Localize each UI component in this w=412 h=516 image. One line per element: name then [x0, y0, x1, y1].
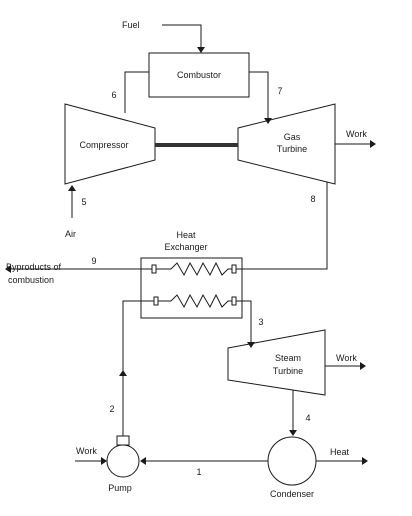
exhaust-coil-inlet-end [231, 264, 237, 274]
fuel-arrowhead [197, 47, 205, 53]
condenser-circle [267, 436, 317, 486]
exhaust-coil-outlet-end [151, 264, 157, 274]
state-2-label: 2 [109, 404, 114, 414]
gas-turbine-work-label: Work [346, 129, 367, 139]
stream-6-line [124, 71, 149, 113]
state-9-label: 9 [91, 256, 96, 266]
pump-work-label: Work [76, 446, 97, 456]
gas-turbine-label-line2: Turbine [277, 144, 307, 154]
stream-3-arrowhead [247, 342, 255, 348]
combustor-box [148, 52, 250, 98]
gas-turbine-label-line1: Gas [284, 132, 301, 142]
state-7-label: 7 [277, 86, 282, 96]
heat-exchanger-label-line2: Exchanger [164, 242, 207, 252]
state-6-label: 6 [111, 90, 116, 100]
stream-1-arrowhead [140, 457, 146, 465]
stream-4-arrowhead [289, 430, 297, 436]
fuel-line [162, 24, 202, 48]
steam-turbine-shape [227, 329, 326, 396]
compressor-shape [64, 103, 156, 185]
heat-label: Heat [330, 447, 350, 457]
pump-inlet-nozzle [116, 435, 130, 446]
steam-turbine-work-arrowhead [360, 362, 366, 370]
state-5-label: 5 [81, 197, 86, 207]
stream-8-line [236, 182, 328, 270]
pump-label: Pump [108, 483, 132, 493]
compressor-label: Compressor [79, 140, 128, 150]
gas-turbine-shape [237, 103, 336, 185]
pump-work-arrowhead [101, 457, 107, 465]
stream-2-arrowhead [119, 370, 127, 376]
byproducts-label-line2: combustion [8, 275, 54, 285]
combustor-label: Combustor [177, 70, 221, 80]
heat-exchanger-box [140, 257, 243, 319]
stream-7-line [249, 71, 269, 119]
stream-2-line [122, 300, 154, 436]
stream-3-line [236, 300, 252, 343]
state-1-label: 1 [196, 467, 201, 477]
stream-9-arrowhead [5, 265, 11, 273]
water-coil [158, 293, 232, 309]
condenser-label: Condenser [270, 489, 314, 499]
condenser-heat-arrowhead [362, 457, 368, 465]
pump-circle [106, 444, 140, 478]
fuel-label: Fuel [122, 20, 140, 30]
air-inlet-arrowhead [68, 185, 76, 191]
gas-turbine-work-arrowhead [370, 140, 376, 148]
byproducts-label-line1: Byproducts of [6, 262, 62, 272]
steam-turbine-label-line1: Steam [275, 353, 301, 363]
air-label: Air [65, 229, 76, 239]
steam-turbine-label-line2: Turbine [273, 366, 303, 376]
water-coil-inlet-end [153, 296, 159, 306]
exhaust-coil [156, 261, 232, 277]
water-coil-outlet-end [231, 296, 237, 306]
state-4-label: 4 [305, 413, 310, 423]
steam-turbine-work-label: Work [336, 353, 357, 363]
stream-7-arrowhead [264, 118, 272, 124]
heat-exchanger-label-line1: Heat [176, 230, 196, 240]
state-3-label: 3 [258, 317, 263, 327]
state-8-label: 8 [310, 194, 315, 204]
